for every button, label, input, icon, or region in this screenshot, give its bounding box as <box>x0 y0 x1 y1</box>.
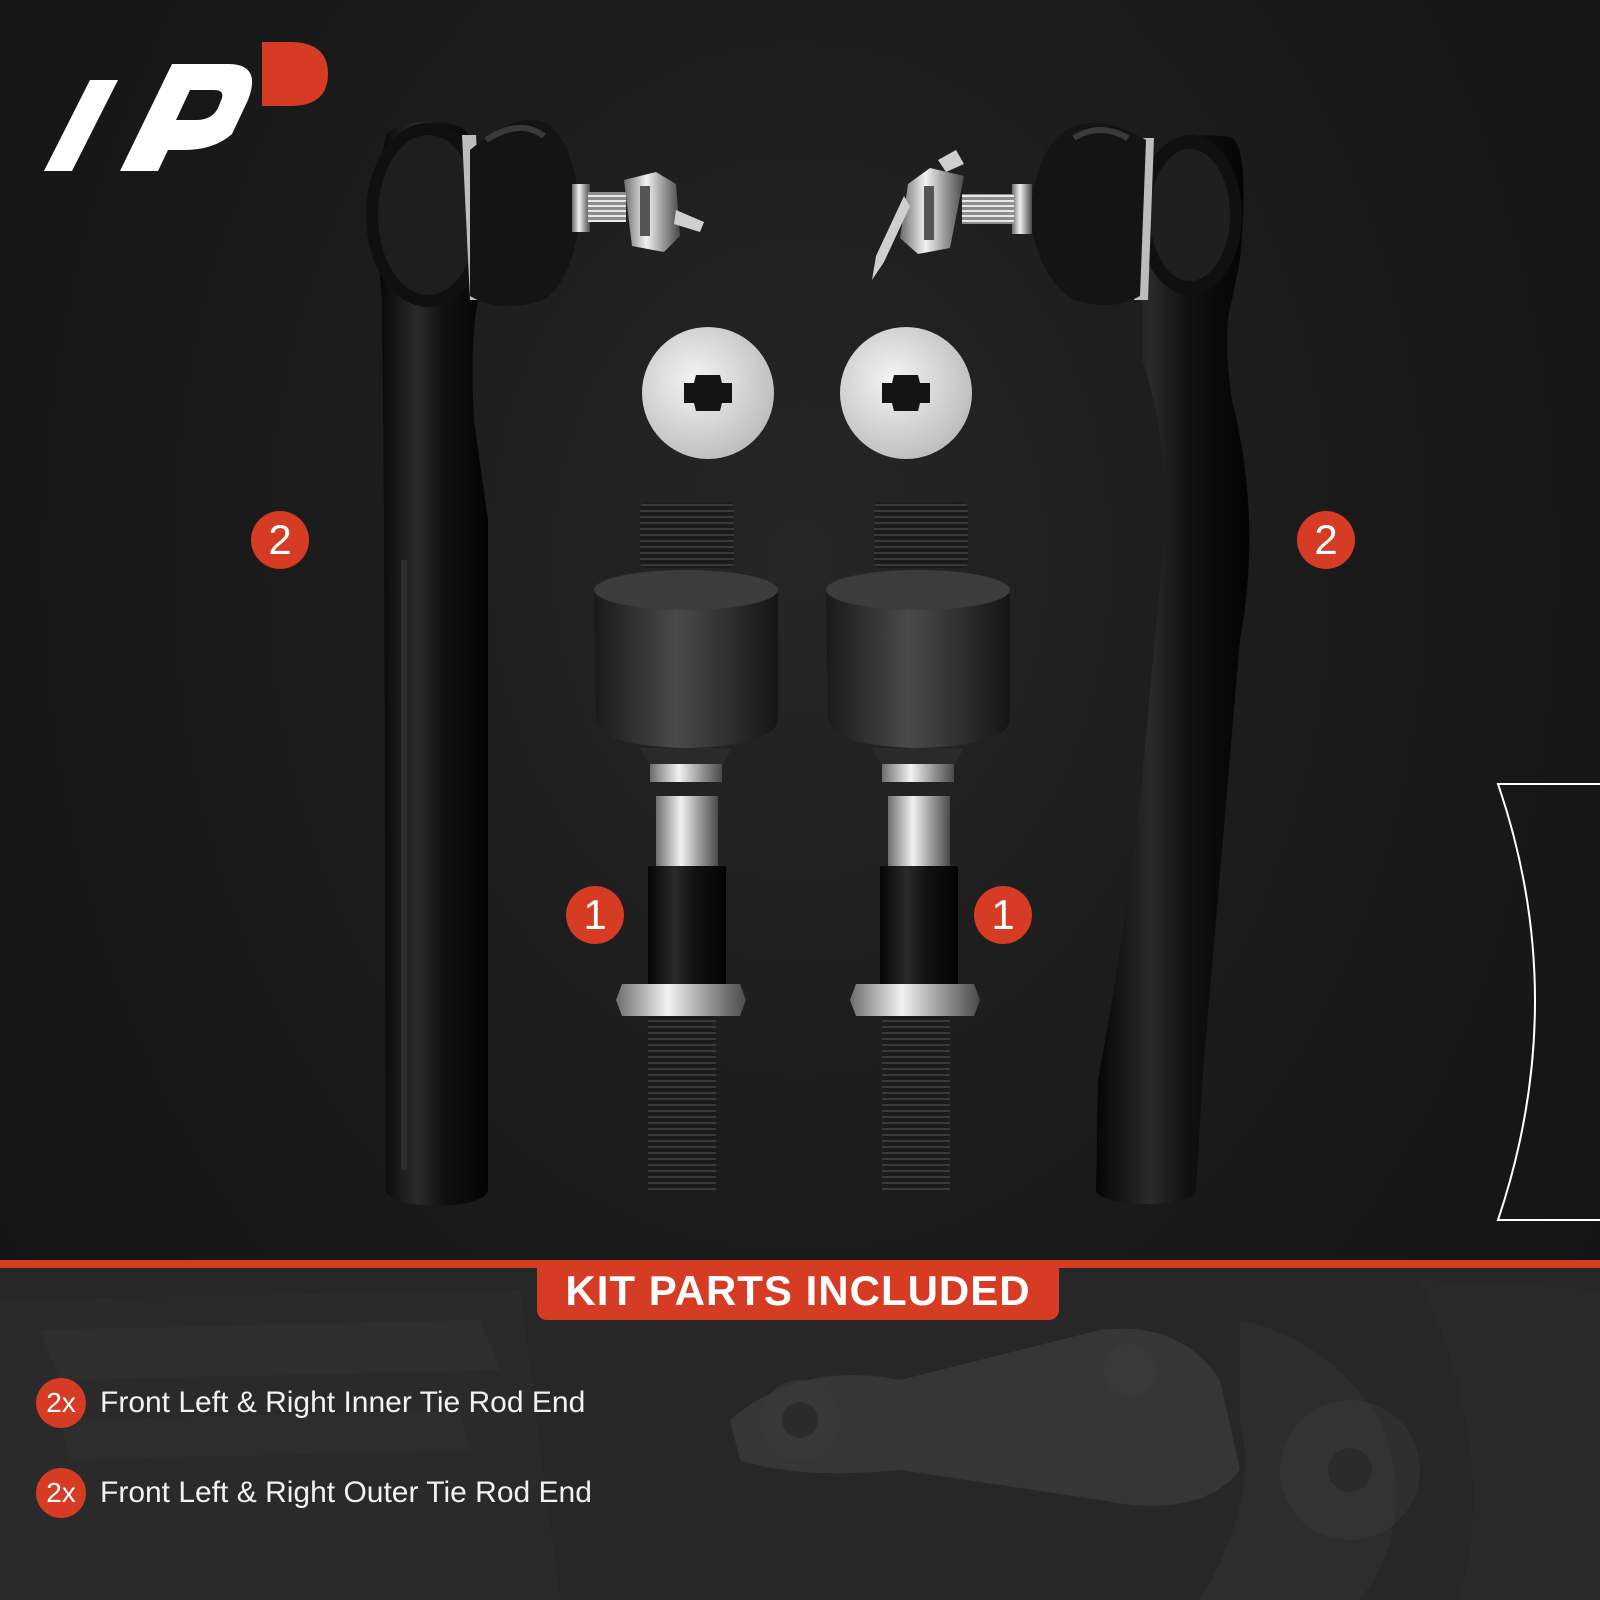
callout-outer-tie-rod-right: 2 <box>1297 511 1355 569</box>
callout-inner-tie-rod-left: 1 <box>566 886 624 944</box>
inner-tie-rod-right <box>826 502 1010 1194</box>
kit-item-outer: 2x Front Left & Right Outer Tie Rod End <box>36 1468 592 1518</box>
bracket-outline <box>1496 783 1600 1221</box>
kit-item-label: Front Left & Right Inner Tie Rod End <box>100 1386 586 1419</box>
lock-washer-right <box>840 327 972 459</box>
callout-outer-tie-rod-left: 2 <box>251 511 309 569</box>
kit-item-inner: 2x Front Left & Right Inner Tie Rod End <box>36 1378 585 1428</box>
outer-tie-rod-left <box>366 119 704 1207</box>
brand-logo <box>44 42 328 171</box>
quantity-badge: 2x <box>36 1378 86 1428</box>
outer-tie-rod-right <box>872 122 1250 1204</box>
kit-parts-title: KIT PARTS INCLUDED <box>537 1262 1059 1320</box>
callout-inner-tie-rod-right: 1 <box>974 886 1032 944</box>
quantity-badge: 2x <box>36 1468 86 1518</box>
inner-tie-rod-left <box>594 502 778 1194</box>
kit-item-label: Front Left & Right Outer Tie Rod End <box>100 1476 592 1509</box>
lock-washer-left <box>642 327 774 459</box>
